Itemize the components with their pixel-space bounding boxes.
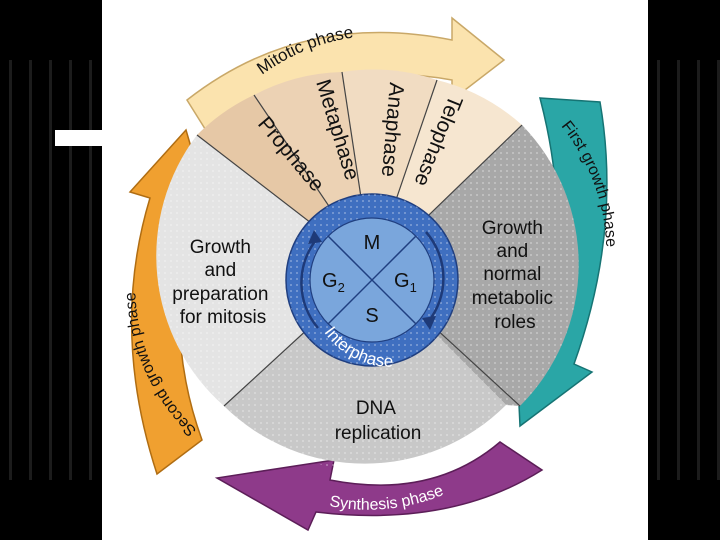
g1-description: Growth and normal metabolic roles xyxy=(472,218,559,333)
g2-description: Growth and preparation for mitosis xyxy=(172,237,273,328)
synthesis-arrow xyxy=(214,441,544,532)
hub-s-label: S xyxy=(365,305,378,327)
left-stripe-decoration xyxy=(0,0,102,540)
s-description: DNA replication xyxy=(335,398,422,444)
cell-cycle-diagram: Prophase Metaphase Anaphase Telophase Mi… xyxy=(122,16,619,532)
note-box xyxy=(55,130,103,146)
right-stripe-decoration xyxy=(648,0,720,540)
hub-g2-label: G2 xyxy=(322,270,345,295)
hub-m-label: M xyxy=(364,232,381,254)
hub-g1-label: G1 xyxy=(394,270,417,295)
